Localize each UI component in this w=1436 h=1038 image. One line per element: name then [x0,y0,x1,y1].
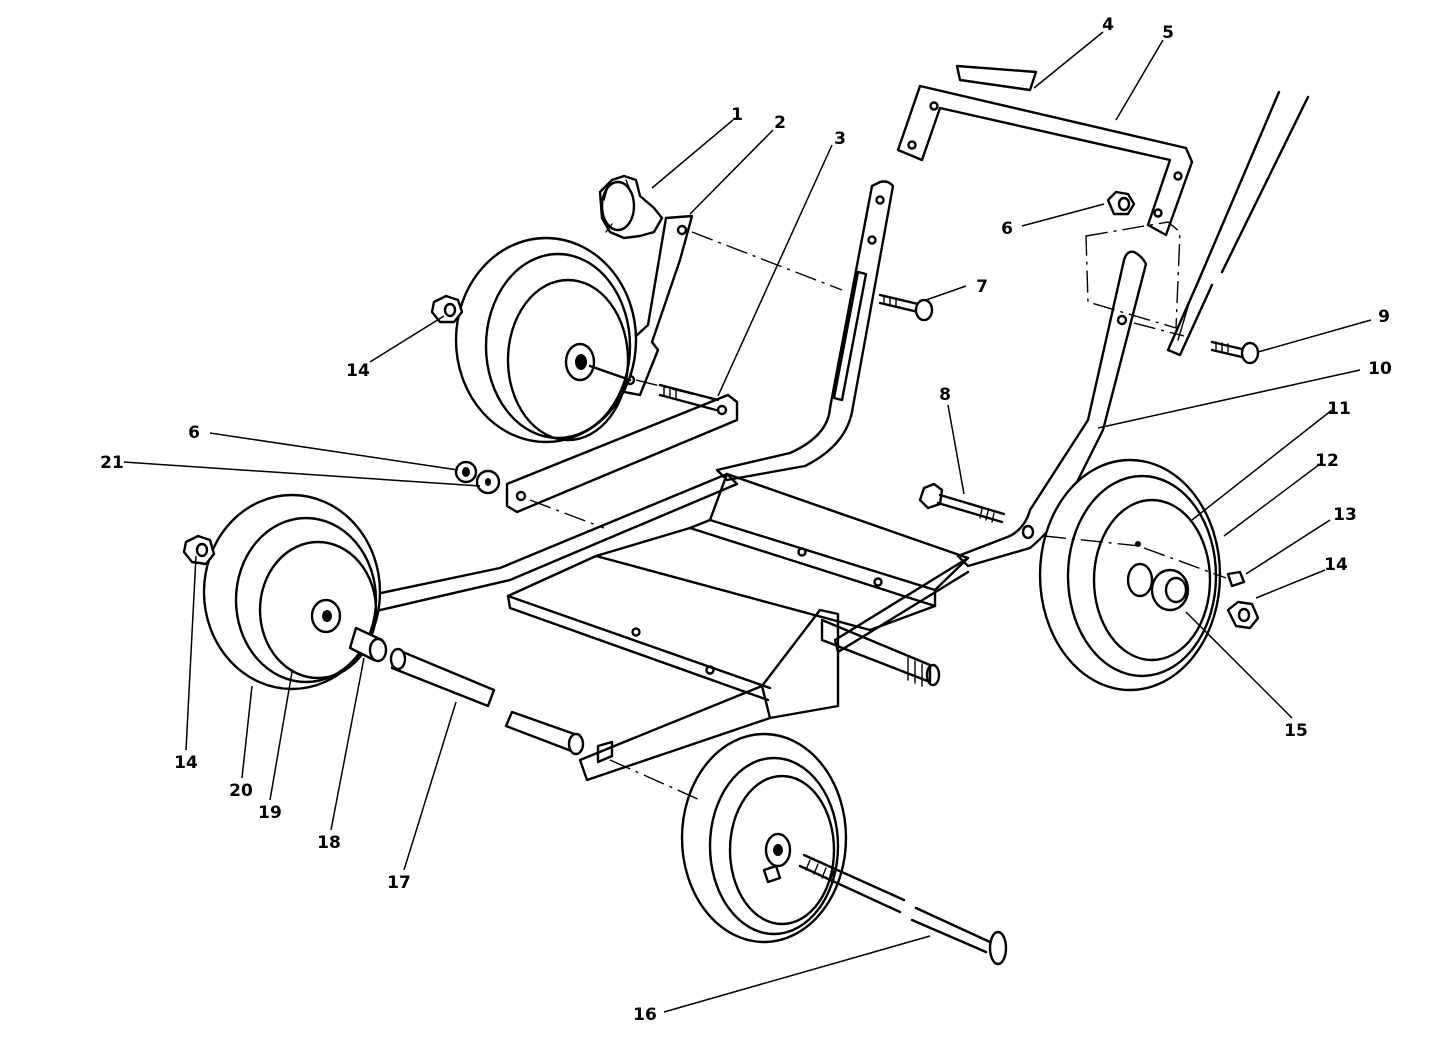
callout-8: 8 [939,385,951,405]
u-bracket [896,64,1194,237]
front-axle [820,618,941,687]
callout-14-right: 14 [1324,555,1348,575]
callout-6-left: 6 [188,423,200,443]
callout-labels: 1 2 3 4 5 6 6 7 8 9 10 11 12 13 14 14 14… [100,15,1392,1025]
nut-14-right [1226,600,1260,630]
callout-3: 3 [834,129,846,149]
wheel-top-left [454,236,638,444]
left-upright-arm [715,180,895,482]
callout-14-top: 14 [346,361,370,381]
callout-12: 12 [1315,451,1339,471]
callout-21: 21 [100,453,124,473]
wheel-right [1038,458,1222,692]
nut-6-right [1106,190,1136,216]
callout-10: 10 [1368,359,1392,379]
bolt-7 [878,293,934,322]
knob [598,174,664,240]
callout-19: 19 [258,803,282,823]
callout-16: 16 [633,1005,657,1025]
callout-6-right: 6 [1001,219,1013,239]
bolt-8 [918,482,1006,524]
leader-lines [123,31,1372,1013]
washer-21 [475,469,501,495]
callout-4: 4 [1102,15,1114,35]
callout-15: 15 [1284,721,1308,741]
wheel-left [202,493,382,691]
tube-17 [389,647,585,756]
bolt-16 [798,853,1008,966]
callout-9: 9 [1378,307,1390,327]
frame-deck [328,472,970,782]
bolt-13 [1226,570,1246,588]
callout-1: 1 [731,105,743,125]
callout-13: 13 [1333,505,1357,525]
callout-2: 2 [774,113,786,133]
callout-14-left: 14 [174,753,198,773]
nut-14-top [430,294,464,324]
wheel-bottom [680,732,848,944]
callout-17: 17 [387,873,411,893]
callout-7: 7 [976,277,988,297]
callout-18: 18 [317,833,341,853]
callout-11: 11 [1327,399,1351,419]
callout-20: 20 [229,781,253,801]
nut-6-left [454,460,478,484]
spacer-18 [348,626,388,663]
callout-5: 5 [1162,23,1174,43]
bolt-9 [1210,340,1260,365]
adjustment-bar [505,383,739,514]
handle-tube [1166,90,1310,357]
center-lines [529,221,1227,801]
nut-14-left [182,534,216,566]
